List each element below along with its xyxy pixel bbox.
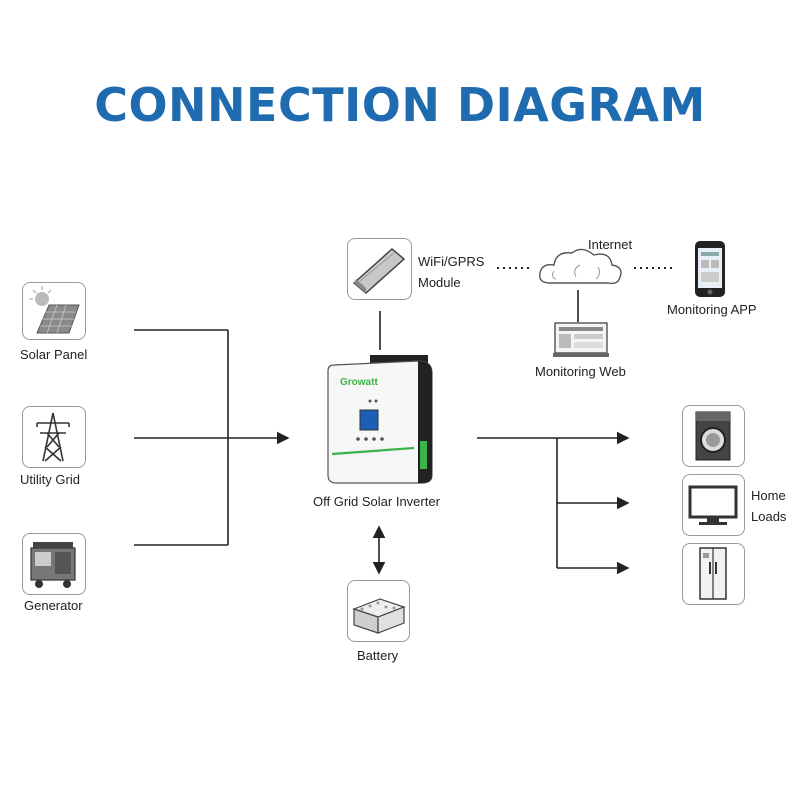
inverter-brand: Growatt [340, 377, 378, 388]
laptop-icon [553, 322, 609, 357]
battery-box [347, 580, 410, 642]
smartphone-icon [695, 241, 725, 297]
wifi-module-icon [352, 248, 406, 294]
diagram-title: CONNECTION DIAGRAM [94, 78, 706, 132]
refrigerator-box [682, 543, 745, 605]
inverter-label: Off Grid Solar Inverter [313, 494, 440, 509]
washing-machine-icon [695, 411, 731, 461]
internet-label: Internet [588, 237, 633, 252]
battery-label: Battery [357, 648, 399, 663]
inverter-unit [327, 355, 433, 484]
generator-label: Generator [24, 598, 83, 613]
home-loads-line2: Loads [751, 509, 787, 524]
home-loads-line1: Home [751, 488, 786, 503]
solar-panel-box [22, 282, 86, 340]
washing-machine-box [682, 405, 745, 467]
solar-panel-label: Solar Panel [20, 347, 88, 362]
wifi-module-line2: Module [418, 275, 461, 290]
power-tower-icon [36, 412, 70, 462]
generator-icon [30, 542, 76, 588]
utility-grid-label: Utility Grid [20, 472, 80, 487]
wifi-module-line1: WiFi/GPRS [418, 254, 485, 269]
generator-box [22, 533, 86, 595]
utility-grid-box [22, 406, 86, 468]
cloud-icon [539, 248, 622, 285]
refrigerator-icon [699, 547, 727, 600]
tv-box [682, 474, 745, 536]
solar-panel-icon [29, 286, 80, 334]
wifi-module-box [347, 238, 412, 300]
monitoring-web-label: Monitoring Web [535, 364, 626, 379]
battery-icon [352, 598, 406, 634]
monitoring-app-label: Monitoring APP [667, 302, 757, 317]
tv-icon [688, 485, 738, 525]
